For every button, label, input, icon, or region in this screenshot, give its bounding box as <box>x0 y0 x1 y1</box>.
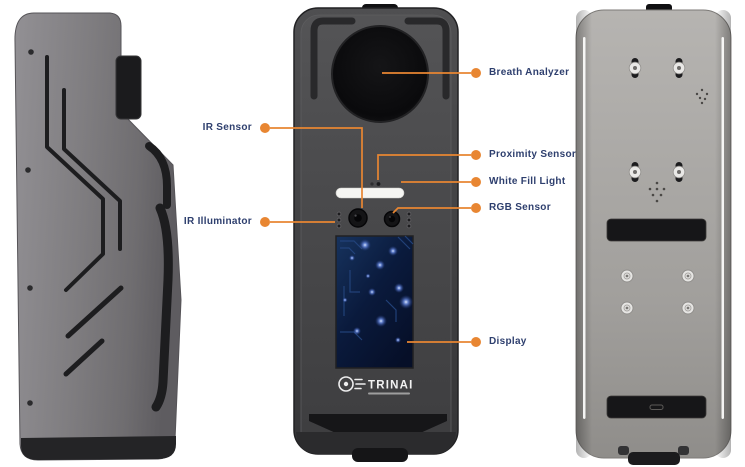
speaker-hole-cluster <box>648 181 666 203</box>
callout-label-ir-illuminator: IR Illuminator <box>183 216 252 227</box>
side-screws <box>25 49 34 406</box>
back-lower-slot <box>606 395 707 419</box>
callout-dot-rgb-sensor <box>471 203 481 213</box>
callout-dot-breath-analyzer <box>471 68 481 78</box>
back-left-highlight-strip <box>583 37 586 419</box>
trinai-logo: TRINAI <box>338 376 414 395</box>
callout-line-ir-sensor <box>270 127 363 208</box>
breath-analyzer-opening <box>331 25 429 123</box>
front-speaker-recess <box>309 414 447 434</box>
ir-illuminator-leds <box>336 211 342 229</box>
callout-dot-ir-illuminator <box>260 217 270 227</box>
callout-lines <box>270 72 471 343</box>
callout-dot-display <box>471 337 481 347</box>
callout-line-proximity-sensor <box>377 154 471 180</box>
rgb-camera-lens <box>383 210 401 228</box>
callout-label-ir-sensor: IR Sensor <box>202 122 252 133</box>
callout-line-rgb-sensor <box>392 207 471 214</box>
logo-tagline-illegible <box>368 392 410 395</box>
back-bottom-feet <box>618 446 689 465</box>
display-screen <box>335 235 414 369</box>
vesa-screws <box>620 269 695 315</box>
white-fill-light-bar <box>335 187 405 199</box>
logo-text: TRINAI <box>368 380 414 392</box>
mic-hole-cluster <box>695 88 709 105</box>
callout-dot-white-fill-light <box>471 177 481 187</box>
side-view <box>14 12 182 461</box>
ir-camera-lens <box>348 208 368 228</box>
screen-glow-dots <box>342 239 413 343</box>
logo-gear-icon <box>338 376 354 392</box>
callout-label-white-fill-light: White Fill Light <box>489 176 566 187</box>
callout-label-display: Display <box>489 336 527 347</box>
callout-dot-proximity-sensor <box>471 150 481 160</box>
callout-label-breath-analyzer: Breath Analyzer <box>489 67 570 78</box>
rgb-illuminator-leds <box>406 211 412 229</box>
port-opening <box>649 404 664 410</box>
front-top-hooks <box>310 17 450 100</box>
back-right-highlight-strip <box>721 37 724 419</box>
side-bottom-band <box>21 436 176 460</box>
breath-funnel-side <box>115 55 142 120</box>
proximity-sensor-dots <box>370 182 381 186</box>
front-view: TRINAI <box>293 4 459 462</box>
back-view <box>575 4 732 465</box>
callout-dots <box>260 68 481 347</box>
front-bottom-band <box>296 430 456 454</box>
callout-label-proximity-sensor: Proximity Sensor <box>489 149 577 160</box>
callout-label-rgb-sensor: RGB Sensor <box>489 202 551 213</box>
mounting-keyholes <box>628 58 686 182</box>
callout-dot-ir-sensor <box>260 123 270 133</box>
back-upper-slot <box>606 218 707 242</box>
front-base-foot <box>352 448 408 462</box>
side-body <box>14 12 182 461</box>
side-accent-lines <box>45 55 173 412</box>
